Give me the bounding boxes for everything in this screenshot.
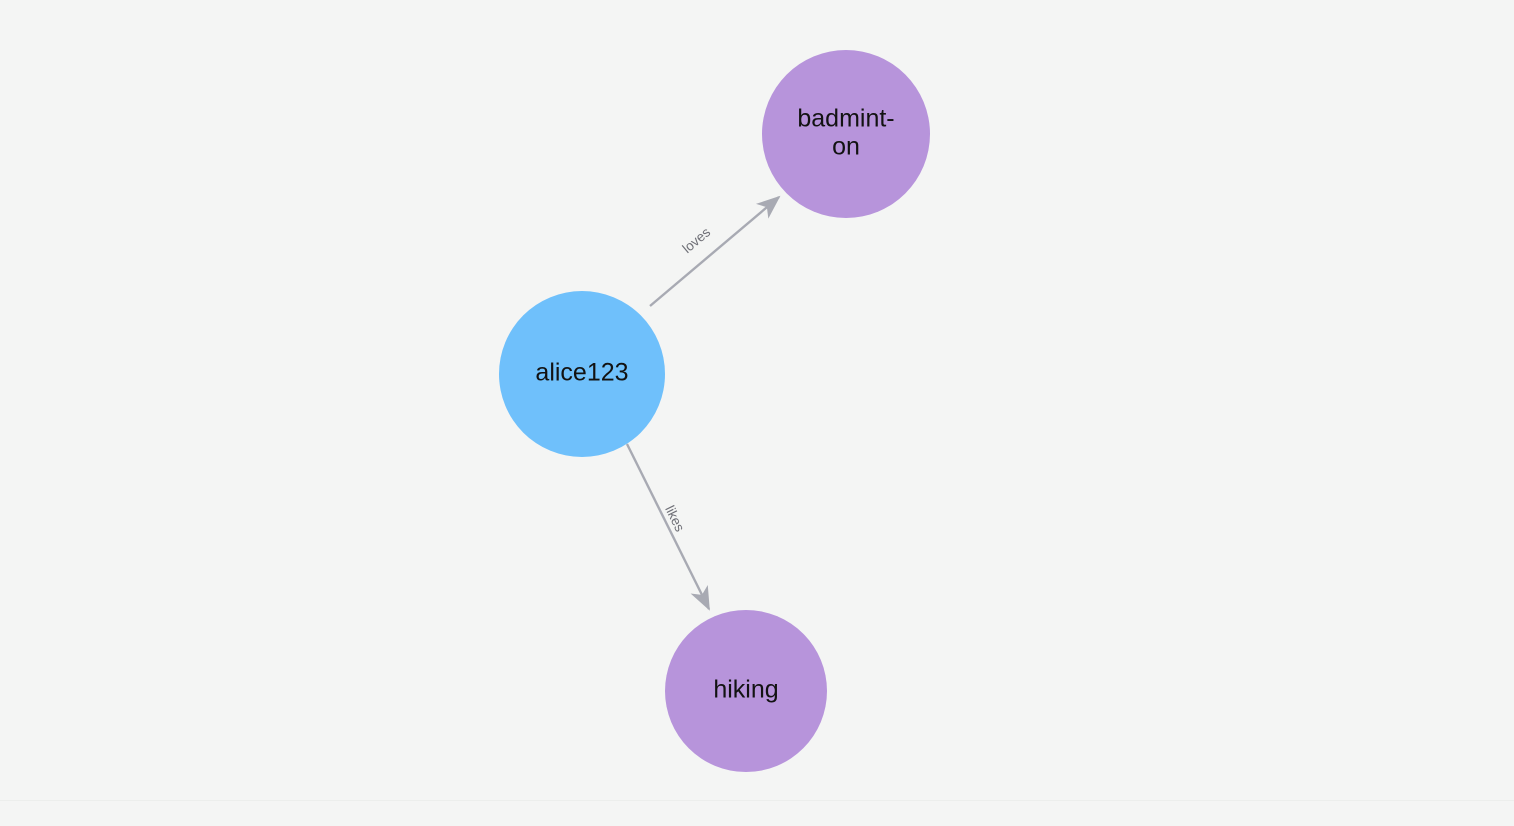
edge-line-alice123-loves-badminton[interactable] <box>649 195 781 307</box>
node-badminton[interactable]: badmint-on <box>762 50 930 218</box>
node-alice123[interactable]: alice123 <box>499 291 665 457</box>
node-circle-hiking[interactable] <box>665 610 827 772</box>
node-circle-alice123[interactable] <box>499 291 665 457</box>
nodes-layer: alice123 badmint-on hiking <box>499 50 930 772</box>
bottom-divider <box>0 800 1514 801</box>
edge-label-alice123-loves-badminton: loves <box>680 224 714 256</box>
node-circle-badminton[interactable] <box>762 50 930 218</box>
edge-label-alice123-likes-hiking: likes <box>662 503 687 534</box>
node-hiking[interactable]: hiking <box>665 610 827 772</box>
edge-line-alice123-likes-hiking[interactable] <box>625 443 711 611</box>
